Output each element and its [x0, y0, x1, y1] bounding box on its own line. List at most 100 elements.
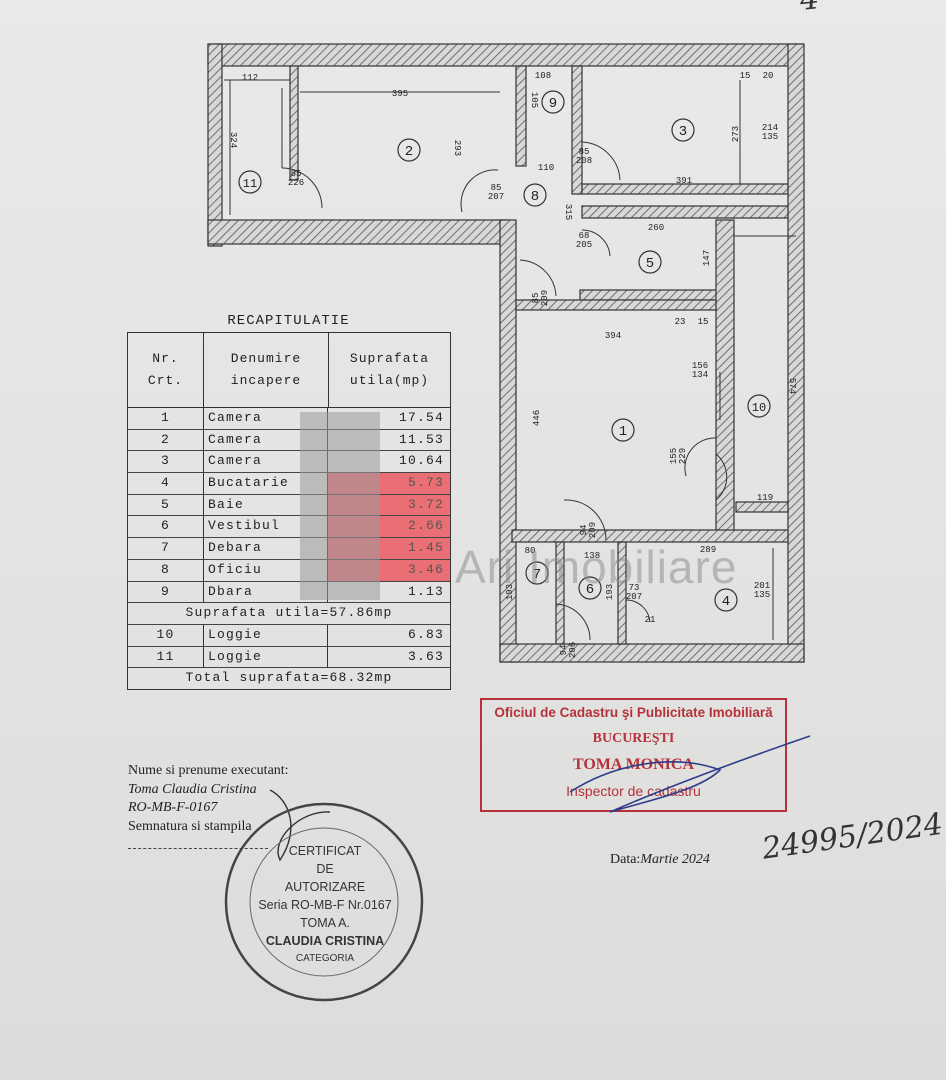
ocpi-line3: TOMA MONICA	[572, 756, 695, 773]
room-5-marker	[638, 250, 662, 274]
room-4-label: 4	[722, 594, 730, 610]
row-nr: 2	[128, 429, 204, 451]
room-7-marker	[525, 561, 549, 585]
dim-label: 260	[648, 223, 664, 233]
room-9-marker	[541, 90, 565, 114]
dim-label: 21	[645, 615, 656, 625]
room-8-label: 8	[531, 189, 539, 205]
dim-label: 20	[763, 71, 774, 81]
room-6-marker	[578, 576, 602, 600]
row-nr: 4	[128, 473, 204, 494]
recap-header: Nr. Crt. Denumire incapere Suprafata uti…	[128, 333, 450, 408]
dim-label: 15	[698, 317, 709, 327]
row-nr: 10	[128, 624, 204, 646]
row-name: Loggie	[204, 624, 328, 646]
dim-label: 119	[757, 493, 773, 503]
executant-block: Nume si prenume executant: Toma Claudia …	[128, 762, 289, 836]
row-nr: 8	[128, 559, 204, 581]
round-stamp-text: CERTIFICAT DE AUTORIZARE Seria RO-MB-F N…	[230, 842, 420, 968]
col-header-area: Suprafata utila(mp)	[349, 351, 430, 388]
stamp-line3: AUTORIZARE	[284, 880, 366, 894]
dim-label: 85209	[531, 290, 550, 306]
ocpi-line2: BUCUREŞTI	[592, 731, 675, 746]
row-nr: 1	[128, 408, 204, 429]
dim-label: 138	[584, 551, 600, 561]
dim-label: 94209	[579, 522, 598, 538]
signature-line	[128, 848, 268, 849]
dim-label: 446	[532, 410, 542, 426]
executant-code: RO-MB-F-0167	[128, 800, 218, 815]
row-nr: 7	[128, 538, 204, 559]
row-area: 10.64	[398, 453, 444, 469]
recap-table: RECAPITULATIE Nr. Crt. Denumire incapere…	[127, 310, 451, 690]
ocpi-line4: Inspector de cadastru	[566, 783, 701, 799]
room-3-marker	[671, 118, 695, 142]
room-9-label: 9	[549, 96, 557, 112]
dim-label: 155229	[669, 448, 688, 464]
recap-title: RECAPITULATIE	[227, 313, 350, 329]
row-area: 11.53	[398, 431, 444, 447]
dim-label: 108	[535, 71, 551, 81]
row-nr: 3	[128, 451, 204, 473]
row-name: Loggie	[204, 646, 328, 668]
dim-label: 105	[529, 92, 539, 108]
dim-label: 80	[525, 546, 536, 556]
recap-grid: Nr. Crt. Denumire incapere Suprafata uti…	[127, 332, 451, 690]
row-area: 1.13	[407, 583, 444, 599]
room-10-marker	[747, 394, 771, 418]
row-nr: 11	[128, 646, 204, 668]
dim-label: 315	[563, 204, 573, 220]
room-2-label: 2	[405, 144, 413, 160]
dim-label: 112	[242, 73, 258, 83]
ocpi-line1: Oficiul de Cadastru şi Publicitate Imobi…	[494, 705, 773, 720]
stamp-line4: Seria RO-MB-F Nr.0167	[258, 898, 392, 912]
date-field: Data:Martie 2024	[610, 852, 710, 868]
total-row: Total suprafata=68.32mp	[128, 668, 450, 689]
room-7-label: 7	[533, 567, 541, 583]
room-4-marker	[714, 588, 738, 612]
dim-label: 273	[731, 126, 741, 142]
room-5-label: 5	[646, 256, 654, 272]
executant-name: Toma Claudia Cristina	[128, 781, 257, 797]
dim-label: 193	[505, 584, 515, 600]
row-area: 17.54	[398, 410, 444, 425]
date-value: Martie 2024	[640, 852, 710, 867]
stamp-line5: TOMA A.	[300, 916, 350, 930]
walls	[207, 43, 805, 663]
row-nr: 9	[128, 581, 204, 603]
room-10-label: 10	[752, 401, 766, 415]
dim-label: 110	[538, 163, 554, 173]
dim-label: 147	[702, 250, 712, 266]
col-header-nr: Nr. Crt.	[128, 333, 204, 407]
subtotal-row: Suprafata utila=57.86mp	[128, 603, 450, 625]
dim-label: 15	[740, 71, 751, 81]
floor-plan: 1 2 3 4 5 6 7 8 9 10 11 112 395 108 15 2…	[207, 43, 805, 663]
ocpi-stamp: Oficiul de Cadastru şi Publicitate Imobi…	[480, 698, 787, 812]
row-nr: 5	[128, 494, 204, 516]
dim-label: 193	[605, 584, 615, 600]
room-2-marker	[397, 138, 421, 162]
room-3-label: 3	[679, 124, 687, 140]
watermark-logo-shape	[300, 412, 380, 600]
row-nr: 6	[128, 516, 204, 538]
room-8-marker	[523, 183, 547, 207]
dim-label: 395	[392, 89, 408, 99]
watermark: Ari Imobiliare	[455, 541, 738, 593]
date-label: Data:	[610, 852, 641, 867]
dim-label: 23	[675, 317, 686, 327]
